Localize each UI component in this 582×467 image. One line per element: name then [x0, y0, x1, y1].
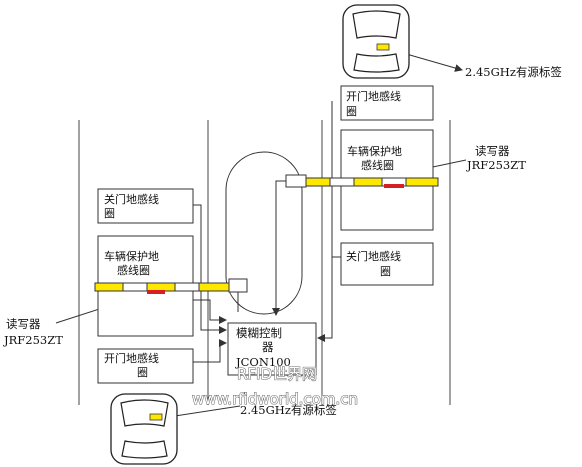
right-protect-loop-line1: 车辆保护地: [347, 144, 402, 158]
right-reader-label-line1: 读写器: [475, 144, 510, 158]
right-open-loop-line1: 开门地感线: [346, 89, 401, 103]
wire-left-open-loop: [193, 339, 227, 363]
left-reader-antenna: [147, 290, 165, 294]
right-barrier: [285, 174, 439, 188]
fuzzy-controller-box: [227, 322, 317, 376]
top-vehicle: [342, 4, 410, 79]
wire-right-barrier: [272, 180, 286, 316]
right-open-loop-box: [340, 85, 434, 121]
bottom-vehicle-windshield: [120, 399, 169, 427]
left-open-loop-line2: 圈: [137, 366, 148, 379]
left-reader-label-line1: 读写器: [6, 317, 41, 331]
watermark-line2: www.rfidworld.com.cn: [192, 390, 358, 408]
right-close-loop-line2: 圈: [380, 265, 391, 278]
left-protect-loop-line2: 感线圈: [117, 263, 150, 277]
controller-line3: JCON100: [235, 355, 291, 369]
left-barrier: [94, 278, 248, 294]
left-open-loop-box: [97, 348, 194, 384]
right-protect-loop-line2: 感线圈: [361, 158, 394, 172]
left-protect-loop-line1: 车辆保护地: [104, 249, 159, 263]
center-island: [225, 151, 303, 315]
top-tag-label: 2.45GHz有源标签: [465, 65, 562, 79]
wire-right-open-loop: [317, 101, 333, 342]
right-close-loop-box: [340, 242, 434, 286]
watermark-line1: RFID世界网: [237, 365, 317, 383]
wire-left-close-loop: [193, 204, 227, 334]
wire-left-protect-loop: [193, 299, 227, 324]
bottom-vehicle-rear: [121, 440, 168, 459]
controller-line1: 模糊控制: [236, 326, 282, 340]
top-vehicle-windshield: [352, 10, 401, 39]
right-reader-label-line2: JRF253ZT: [466, 158, 526, 172]
left-barrier-base: [228, 278, 248, 293]
bottom-tag-label: 2.45GHz有源标签: [240, 403, 337, 417]
top-vehicle-body: [342, 4, 410, 79]
left-close-loop-line1: 关门地感线: [104, 192, 159, 206]
left-open-loop-line1: 开门地感线: [104, 351, 159, 365]
top-tag-icon: [376, 43, 390, 51]
right-open-loop-line2: 圈: [346, 105, 357, 118]
right-barrier-base: [285, 174, 307, 188]
left-close-loop-box: [97, 188, 194, 224]
lane-lines: [78, 120, 451, 405]
bottom-vehicle: [110, 393, 178, 465]
right-reader-antenna: [384, 184, 404, 188]
top-vehicle-rear: [353, 53, 400, 73]
right-close-loop-line1: 关门地感线: [346, 249, 401, 263]
left-close-loop-line2: 圈: [104, 207, 115, 220]
left-reader-label-line2: JRF253ZT: [3, 333, 63, 347]
bottom-vehicle-body: [110, 393, 178, 465]
bottom-tag-icon: [149, 413, 163, 421]
controller-line2: 器: [262, 340, 274, 354]
